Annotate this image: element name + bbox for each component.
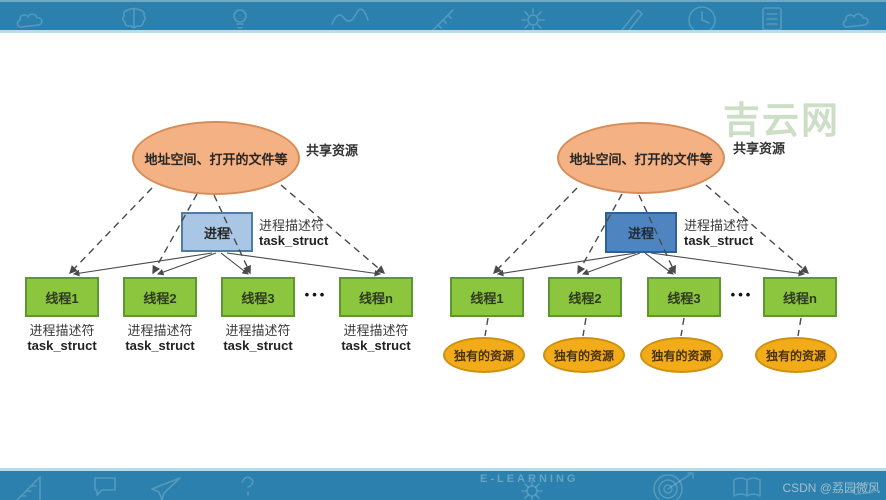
thread-2-label: 线程2	[568, 290, 602, 306]
process-descriptor-label: 进程描述符 task_struct	[259, 218, 328, 248]
thread-1-box: 线程1	[450, 277, 524, 317]
book-icon	[730, 476, 764, 500]
ruler-icon	[430, 5, 460, 30]
thread-1-label: 线程1	[470, 290, 504, 306]
ellipsis-dots: •••	[730, 287, 754, 302]
thread-1-label: 线程1	[45, 290, 79, 306]
process-label: 进程	[627, 226, 654, 241]
thread-n-group: 线程n	[763, 277, 837, 317]
thread-n-box: 线程n	[339, 277, 413, 317]
triangle-ruler-icon	[12, 474, 46, 500]
thread-n-box: 线程n	[763, 277, 837, 317]
thread-n-label: 线程n	[783, 290, 817, 306]
right-resource-dashed-connectors	[484, 317, 802, 337]
cloud-icon	[14, 8, 50, 30]
process-box: 进程	[181, 212, 253, 252]
shared-side-label: 共享资源	[733, 141, 786, 156]
gear-icon	[520, 479, 544, 500]
thread-1-box: 线程1	[25, 277, 99, 317]
brain-doodle-icon	[120, 6, 148, 30]
exclusive-resource-label: 独有的资源	[453, 348, 514, 363]
thread-1-desc-cn: 进程描述符	[29, 323, 95, 338]
thread-2-box: 线程2	[123, 277, 197, 317]
pencil-icon	[618, 4, 646, 30]
checklist-icon	[760, 5, 784, 30]
cloud-icon	[840, 8, 876, 30]
thread-2-group: 线程2 进程描述符 task_struct	[123, 277, 197, 353]
thread-2-box: 线程2	[548, 277, 622, 317]
shared-resources-label: 地址空间、打开的文件等	[569, 151, 713, 167]
lightbulb-icon	[230, 7, 250, 30]
thread-2-label: 线程2	[143, 290, 177, 306]
thread-2-group: 线程2	[548, 277, 622, 317]
shared-resources-ellipse: 地址空间、打开的文件等	[132, 121, 300, 195]
thread-2-desc-en: task_struct	[125, 338, 195, 353]
process-label: 进程	[203, 225, 230, 241]
right-process-solid-connectors	[496, 252, 806, 277]
thread-3-group: 线程3	[647, 277, 721, 317]
gear-icon	[520, 7, 546, 30]
thread-n-desc-cn: 进程描述符	[343, 323, 409, 338]
speech-bubble-icon	[92, 475, 118, 497]
thread-3-box: 线程3	[647, 277, 721, 317]
target-arrow-icon	[640, 471, 700, 500]
exclusive-resource-label: 独有的资源	[553, 348, 614, 363]
bottom-decor-band: E-LEARNING CSDN @荔园微风	[0, 468, 886, 500]
thread-3-group: 线程3 进程描述符 task_struct	[221, 277, 295, 353]
thread-3-descriptor: 进程描述符 task_struct	[202, 323, 314, 353]
exclusive-resource-label: 独有的资源	[765, 348, 826, 363]
shared-side-label: 共享资源	[306, 143, 359, 158]
left-process-solid-connectors	[72, 252, 382, 277]
thread-1-desc-en: task_struct	[27, 338, 97, 353]
thread-n-label: 线程n	[359, 290, 393, 306]
elearning-decor-text: E-LEARNING	[480, 473, 579, 485]
question-squiggle-icon	[238, 474, 258, 500]
thread-n-desc-en: task_struct	[341, 338, 411, 353]
shared-resources-ellipse: 地址空间、打开的文件等	[557, 122, 725, 194]
exclusive-resource-ellipse-2: 独有的资源	[543, 337, 625, 373]
thread-1-group: 线程1 进程描述符 task_struct	[25, 277, 99, 353]
thread-3-desc-cn: 进程描述符	[225, 323, 291, 338]
site-watermark: 吉云网	[723, 100, 840, 141]
process-desc-cn: 进程描述符	[259, 218, 325, 233]
exclusive-resource-label: 独有的资源	[651, 348, 712, 363]
thread-n-descriptor: 进程描述符 task_struct	[320, 323, 432, 353]
thread-1-descriptor: 进程描述符 task_struct	[6, 323, 118, 353]
thread-1-group: 线程1	[450, 277, 524, 317]
shared-resources-label: 地址空间、打开的文件等	[144, 151, 288, 167]
exclusive-resource-ellipse-1: 独有的资源	[443, 337, 525, 373]
thread-2-descriptor: 进程描述符 task_struct	[104, 323, 216, 353]
process-desc-cn: 进程描述符	[684, 218, 750, 233]
thread-3-label: 线程3	[241, 290, 275, 306]
exclusive-resource-ellipse-3: 独有的资源	[640, 337, 723, 373]
csdn-watermark: CSDN @荔园微风	[782, 481, 880, 495]
exclusive-resource-ellipse-4: 独有的资源	[755, 337, 837, 373]
top-decor-band	[0, 0, 886, 33]
process-box: 进程	[605, 212, 677, 253]
thread-3-label: 线程3	[667, 290, 701, 306]
paper-plane-icon	[150, 475, 182, 500]
thread-3-box: 线程3	[221, 277, 295, 317]
process-desc-en: task_struct	[684, 233, 754, 248]
thread-3-desc-en: task_struct	[223, 338, 293, 353]
process-desc-en: task_struct	[259, 233, 329, 248]
ellipsis-dots: •••	[304, 287, 328, 302]
thread-n-group: 线程n 进程描述符 task_struct	[339, 277, 413, 353]
thread-2-desc-cn: 进程描述符	[127, 323, 193, 338]
cloud-icon	[850, 477, 882, 499]
clock-icon	[686, 4, 718, 30]
process-descriptor-label: 进程描述符 task_struct	[684, 218, 753, 248]
squiggle-icon	[330, 6, 370, 30]
